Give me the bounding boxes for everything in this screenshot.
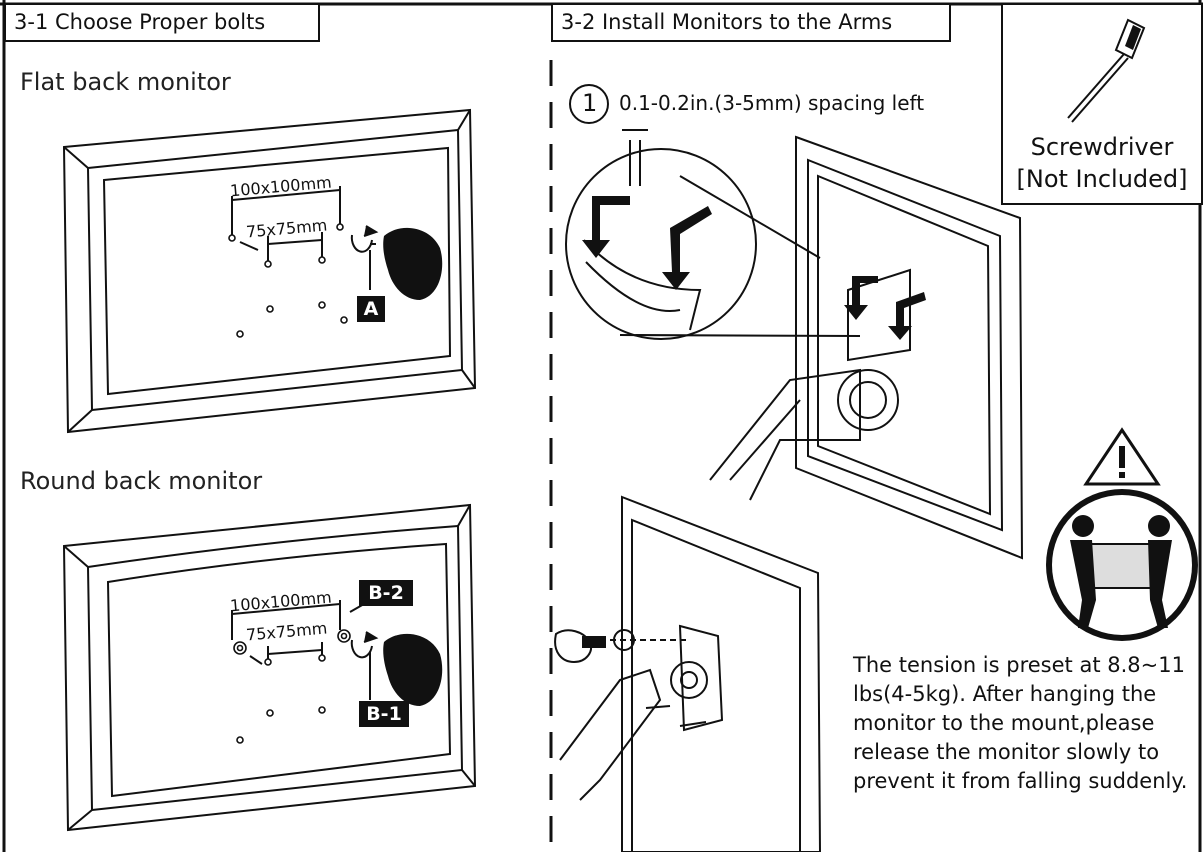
tool-caption-line1: Screwdriver xyxy=(1030,133,1174,161)
section-title-choose-bolts: 3-1 Choose Proper bolts xyxy=(4,3,320,42)
bolt-tag-a: A xyxy=(357,296,385,322)
section-title-install-monitors: 3-2 Install Monitors to the Arms xyxy=(551,3,951,42)
spacing-note: 0.1-0.2in.(3-5mm) spacing left xyxy=(619,91,925,115)
step-number: 1 xyxy=(582,89,598,117)
round-back-label: Round back monitor xyxy=(20,467,263,495)
flat-back-label: Flat back monitor xyxy=(20,68,231,96)
bolt-tag-b2: B-2 xyxy=(359,580,413,606)
tool-caption-line2: [Not Included] xyxy=(1016,165,1188,193)
bolt-tag-b1: B-1 xyxy=(359,701,409,727)
tool-box-screwdriver xyxy=(1001,3,1203,205)
tension-warning-text: The tension is preset at 8.8~11 lbs(4-5k… xyxy=(853,653,1188,793)
step-number-circle xyxy=(569,84,609,124)
